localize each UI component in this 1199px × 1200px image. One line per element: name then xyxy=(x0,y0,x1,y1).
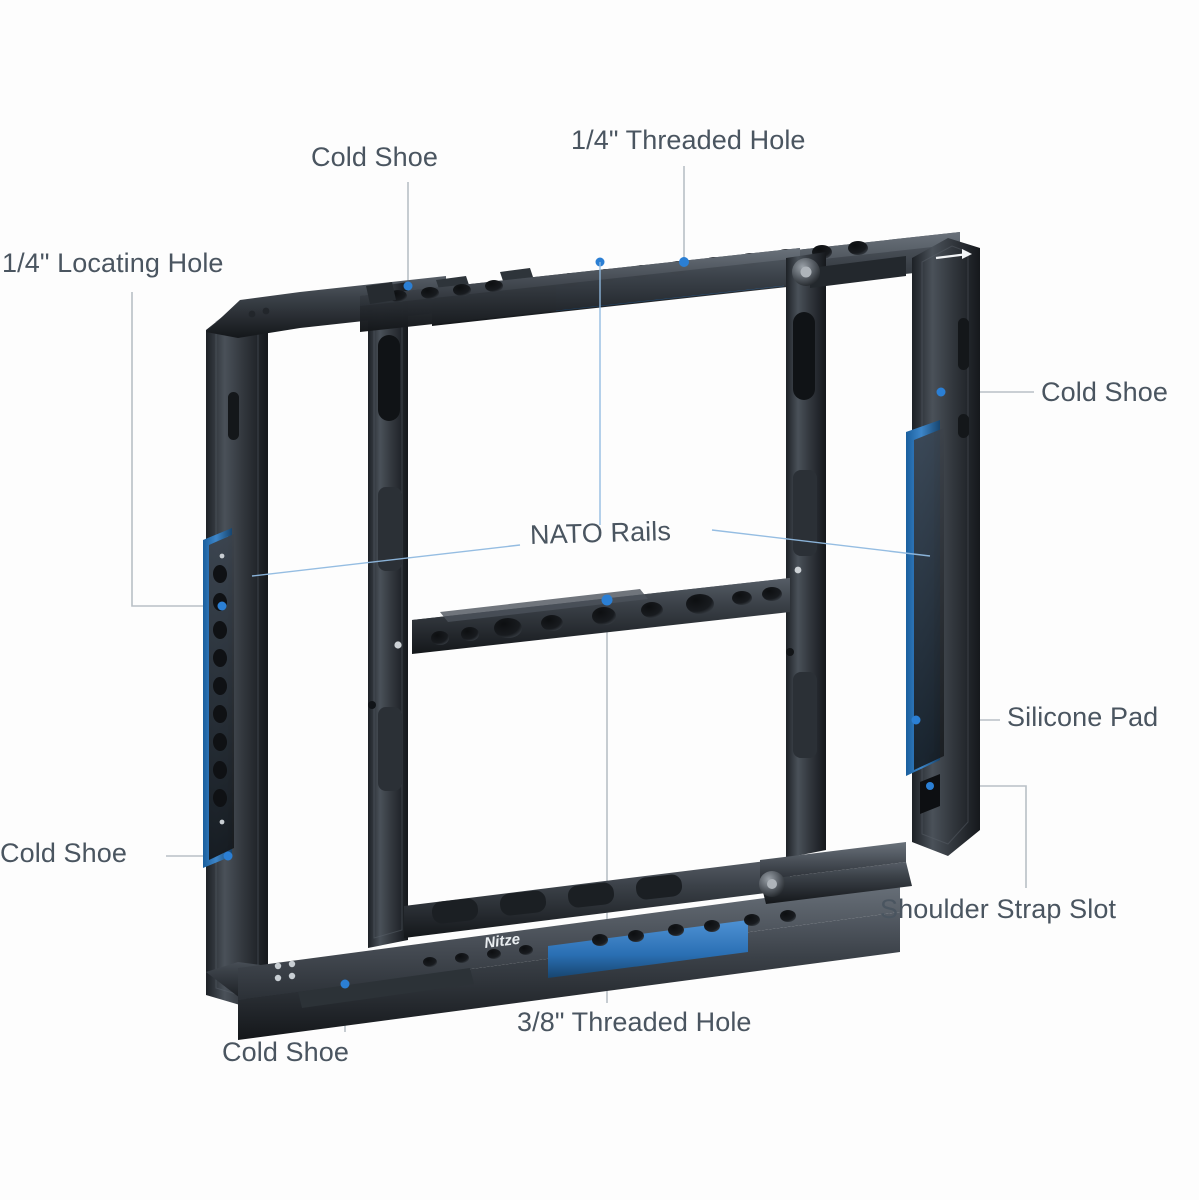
locating-hole-anchor xyxy=(217,601,227,611)
shoulder-strap-anchor xyxy=(926,782,934,790)
cold-shoe-right-anchor xyxy=(936,387,946,397)
bottom-back-rail xyxy=(404,858,790,938)
callout-cold-shoe-right: Cold Shoe xyxy=(1041,377,1168,407)
callout-nato-rails: NATO Rails xyxy=(529,516,672,550)
cold-shoe-top-anchor xyxy=(403,281,413,291)
nato-rail-blue-bottom xyxy=(548,920,748,978)
camera-cage-body: Nitze xyxy=(203,232,980,1040)
cold-shoe-left-anchor xyxy=(223,851,233,861)
callout-threaded-hole-14: 1/4" Threaded Hole xyxy=(571,125,806,155)
leader-locating-hole xyxy=(131,292,222,607)
silicone-pad-anchor xyxy=(911,715,921,725)
callout-cold-shoe-left: Cold Shoe xyxy=(0,838,127,868)
direction-arrow-marker xyxy=(935,249,972,260)
callout-shoulder-strap: Shoulder Strap Slot xyxy=(880,894,1117,924)
callout-locating-hole: 1/4" Locating Hole xyxy=(2,248,224,278)
threaded-hole-38-anchor xyxy=(601,594,613,606)
callout-cold-shoe-bottom: Cold Shoe xyxy=(222,1037,349,1067)
mid-crossbar-nato-rail xyxy=(412,578,790,654)
nato-leader-branches xyxy=(251,262,931,577)
top-right-knob xyxy=(792,256,906,288)
top-front-rail xyxy=(360,248,800,332)
callout-silicone-pad: Silicone Pad xyxy=(1007,702,1159,732)
left-rail-strip xyxy=(209,534,234,860)
brand-logo-nitze: Nitze xyxy=(483,931,521,952)
bottom-right-arm xyxy=(759,842,912,904)
shoulder-strap-slot xyxy=(920,774,940,814)
cold-shoe-bottom-anchor xyxy=(340,979,350,989)
callout-cold-shoe-top: Cold Shoe xyxy=(311,142,438,172)
bottom-front-rail: Nitze xyxy=(238,880,900,1040)
callout-threaded-hole-38: 3/8" Threaded Hole xyxy=(517,1007,752,1037)
threaded-hole-14-anchor xyxy=(679,257,689,267)
